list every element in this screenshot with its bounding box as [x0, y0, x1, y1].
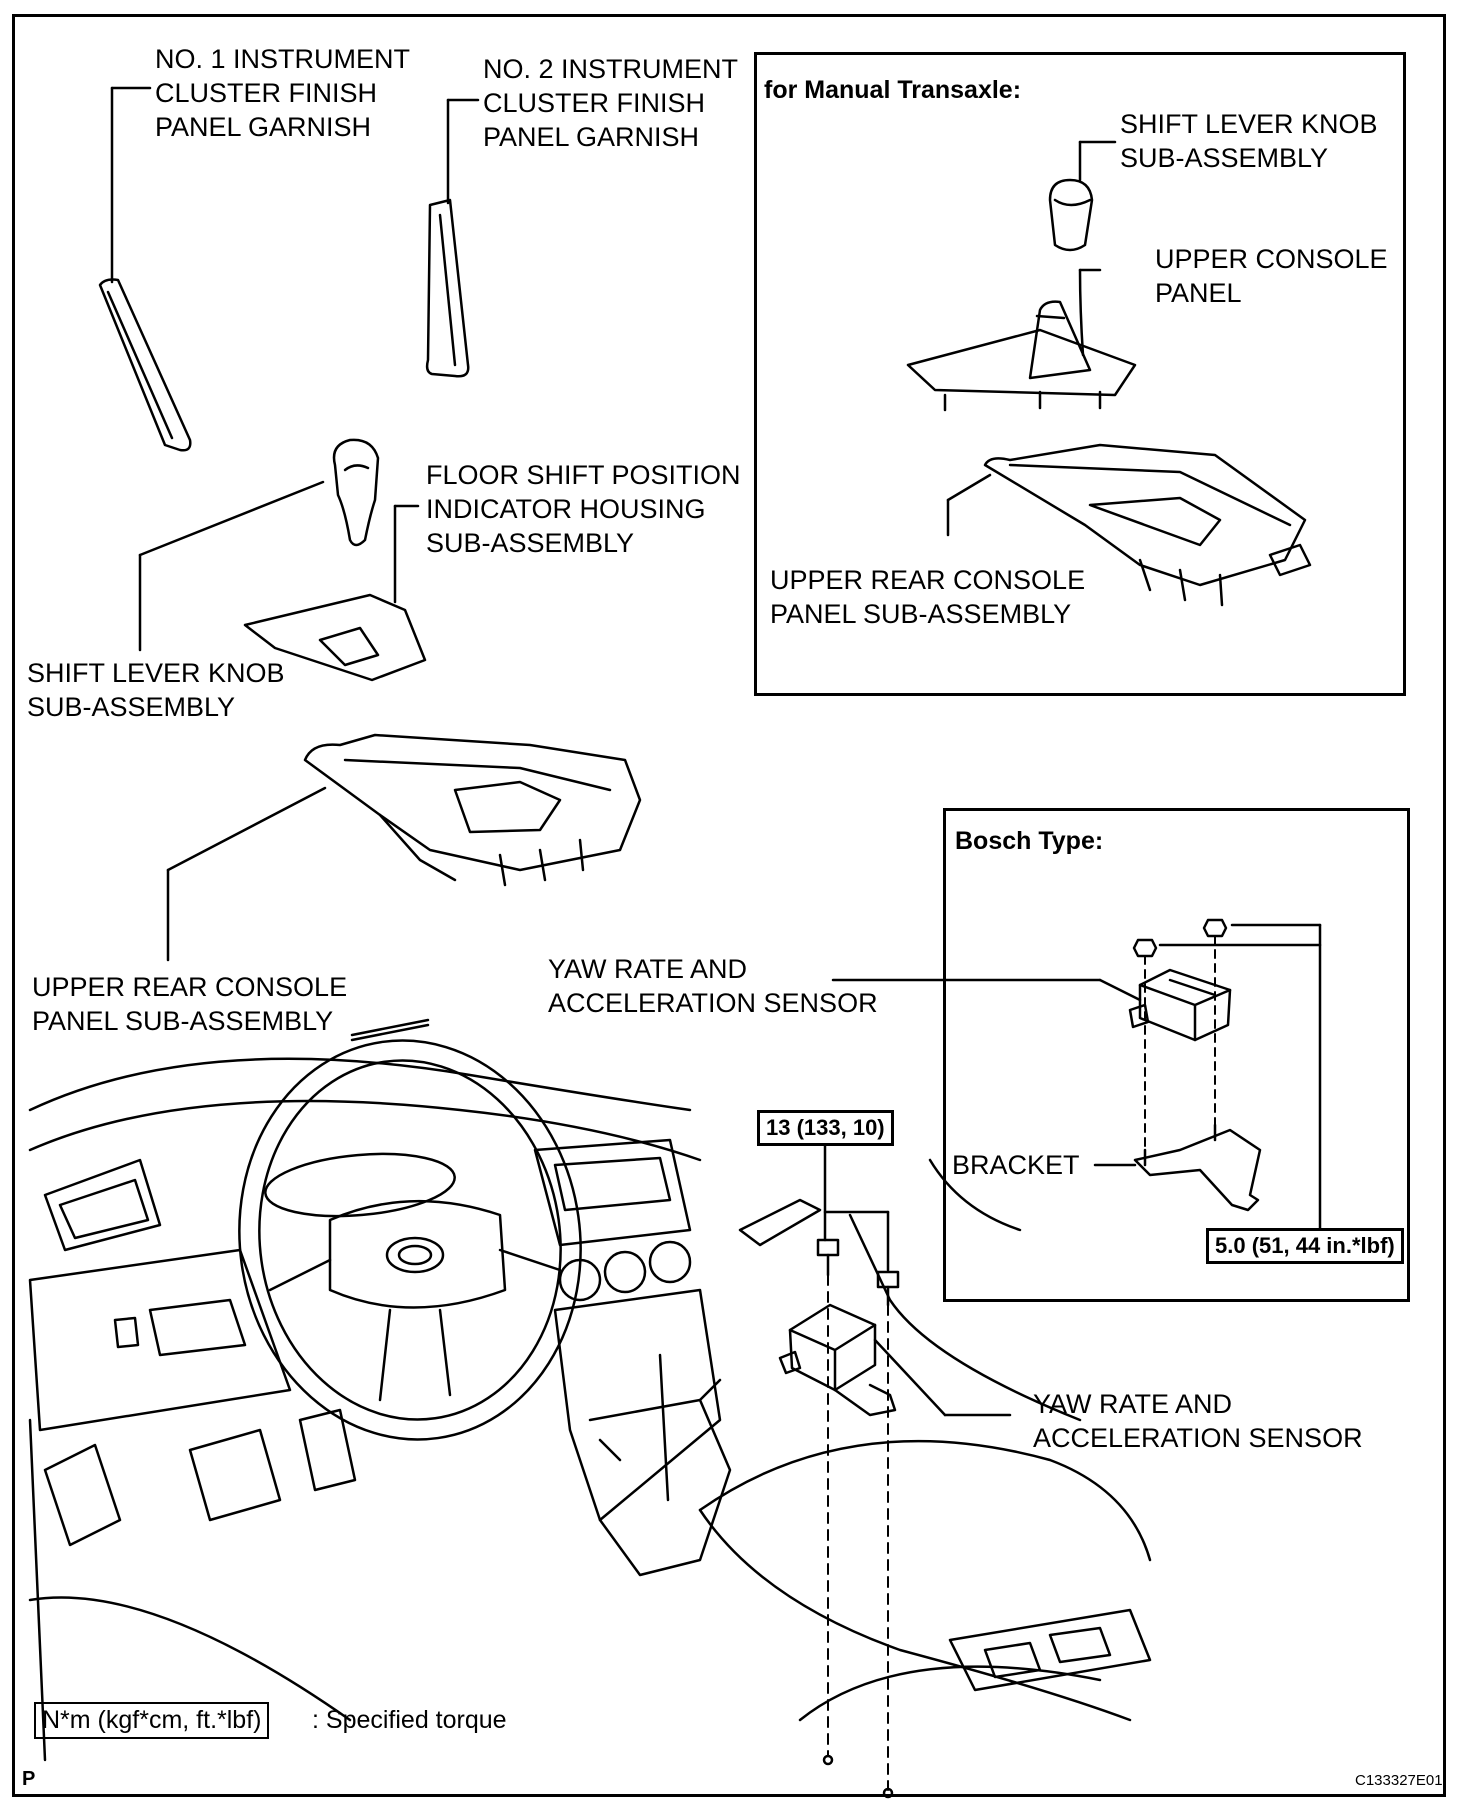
- mt-upper-rear-console-part: [946, 443, 1312, 607]
- upper-rear-console-part: [166, 733, 642, 962]
- dashboard-interior: [28, 1039, 1152, 1762]
- label-upper-rear-console: UPPER REAR CONSOLE PANEL SUB-ASSEMBLY: [32, 972, 348, 1036]
- label-yaw-sensor-bottom: YAW RATE AND ACCELERATION SENSOR: [1033, 1389, 1363, 1453]
- corner-tag: P: [22, 1768, 36, 1790]
- label-mt-upper-console-panel: UPPER CONSOLE PANEL: [1155, 244, 1388, 308]
- bosch-bracket-part: [1133, 1123, 1262, 1212]
- at-shift-knob-part: [138, 438, 380, 652]
- diagram-frame: [12, 14, 1446, 1797]
- bosch-sensor-part: [1128, 968, 1232, 1042]
- bosch-nut-right: [1202, 918, 1228, 938]
- bosch-nut-left: [1132, 938, 1158, 958]
- label-floor-shift-housing: FLOOR SHIFT POSITION INDICATOR HOUSING S…: [426, 460, 741, 558]
- yaw-sensor-main-part: [778, 1303, 1012, 1417]
- bosch-type-title: Bosch Type:: [955, 827, 1104, 855]
- mt-upper-console-panel-part: [906, 268, 1137, 412]
- bosch-torque-box: 5.0 (51, 44 in.*lbf): [1206, 1228, 1404, 1264]
- manual-transaxle-box: [754, 52, 1406, 696]
- manual-transaxle-title: for Manual Transaxle:: [764, 76, 1022, 104]
- label-no2-garnish: NO. 2 INSTRUMENT CLUSTER FINISH PANEL GA…: [483, 54, 739, 152]
- mt-shift-knob-part: [1048, 140, 1117, 252]
- main-torque-box: 13 (133, 10): [757, 1110, 894, 1146]
- legend-text: : Specified torque: [312, 1706, 507, 1734]
- floor-shift-housing-part: [243, 504, 427, 682]
- bolt-right: [876, 1270, 900, 1307]
- figure-id: C133327E01: [1355, 1772, 1443, 1789]
- label-mt-shift-knob: SHIFT LEVER KNOB SUB-ASSEMBLY: [1120, 109, 1378, 173]
- legend-torque-box: N*m (kgf*cm, ft.*lbf): [34, 1702, 270, 1739]
- bosch-type-box: [943, 808, 1410, 1302]
- label-shift-lever-knob: SHIFT LEVER KNOB SUB-ASSEMBLY: [27, 658, 285, 722]
- label-bracket: BRACKET: [952, 1150, 1080, 1180]
- no2-garnish-part: [425, 98, 480, 378]
- bolt-left: [816, 1238, 840, 1277]
- no1-garnish-part: [98, 86, 192, 452]
- label-no1-garnish: NO. 1 INSTRUMENT CLUSTER FINISH PANEL GA…: [155, 44, 411, 142]
- label-yaw-sensor-top: YAW RATE AND ACCELERATION SENSOR: [548, 954, 878, 1018]
- label-mt-upper-rear-console: UPPER REAR CONSOLE PANEL SUB-ASSEMBLY: [770, 565, 1086, 629]
